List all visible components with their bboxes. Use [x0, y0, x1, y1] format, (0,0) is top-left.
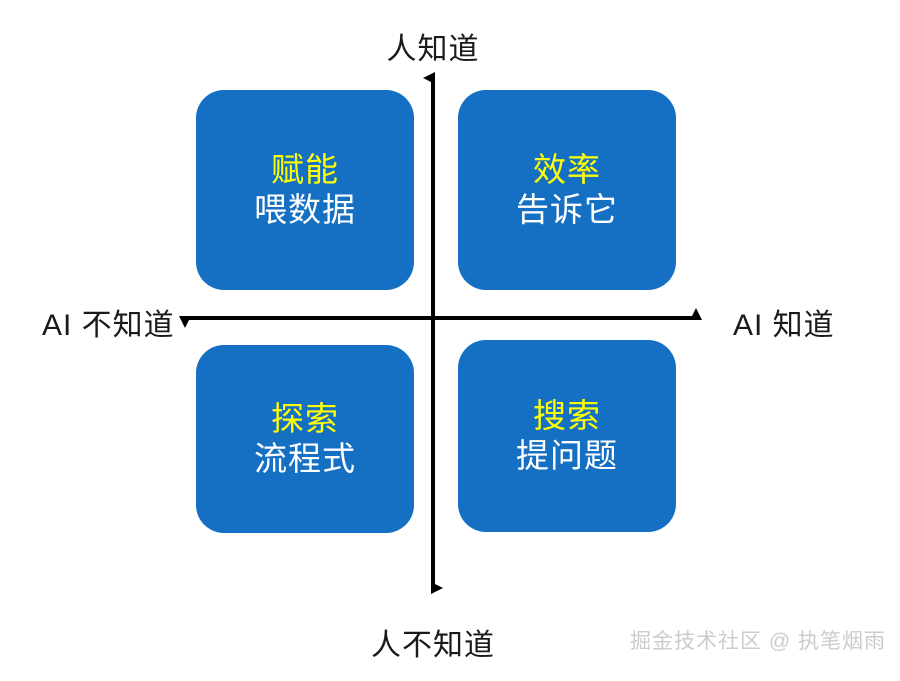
quadrant-box-bottom-left[interactable]: 探索 流程式 [196, 345, 414, 533]
quadrant-title: 探索 [271, 399, 339, 437]
quadrant-subtitle: 告诉它 [516, 191, 618, 228]
quadrant-box-top-left[interactable]: 赋能 喂数据 [196, 90, 414, 290]
axis-label-right: AI 知道 [733, 309, 835, 342]
quadrant-title: 效率 [533, 150, 601, 188]
watermark-text: 掘金技术社区 @ 执笔烟雨 [630, 630, 886, 653]
axis-label-bottom: 人不知道 [371, 629, 495, 662]
quadrant-subtitle: 流程式 [254, 440, 356, 477]
quadrant-box-bottom-right[interactable]: 搜索 提问题 [458, 340, 676, 532]
quadrant-box-top-right[interactable]: 效率 告诉它 [458, 90, 676, 290]
quadrant-subtitle: 提问题 [516, 437, 618, 474]
axis-label-left: AI 不知道 [42, 309, 175, 342]
quadrant-title: 搜索 [533, 396, 601, 434]
quadrant-subtitle: 喂数据 [254, 191, 356, 228]
axis-label-top: 人知道 [386, 33, 480, 66]
quadrant-title: 赋能 [271, 150, 339, 188]
